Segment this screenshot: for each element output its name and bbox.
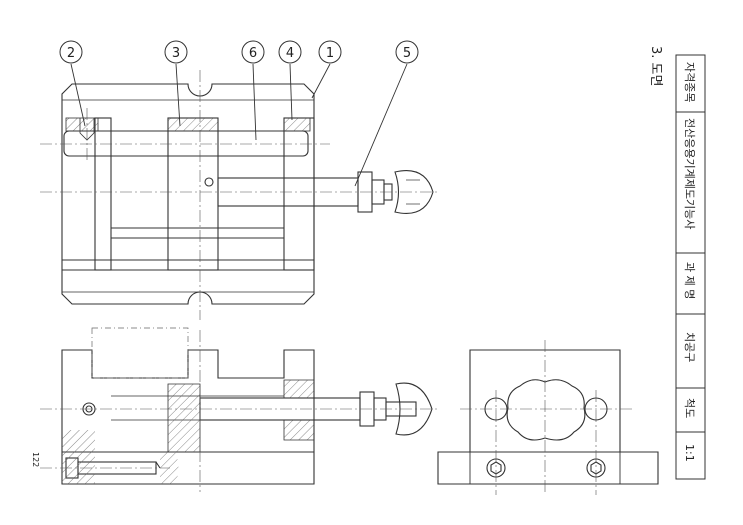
section-view-centerlines — [40, 330, 440, 492]
balloon-3-label: 3 — [172, 46, 180, 61]
tb-field-label-1: 자격종목 — [683, 62, 696, 102]
top-view-hatching — [65, 117, 311, 141]
base-plate-outline — [61, 83, 315, 305]
side-view — [437, 349, 659, 485]
balloon-4: 4 — [278, 40, 302, 64]
balloon-5-label: 5 — [403, 46, 411, 61]
right-block — [283, 117, 315, 271]
knob — [394, 170, 434, 214]
balloon-callouts — [70, 63, 408, 187]
page-label: 3. 도면 — [648, 46, 663, 86]
top-view-centerlines — [40, 70, 440, 320]
title-block — [675, 54, 706, 480]
jaw-phantom — [91, 327, 189, 379]
balloon-4-label: 4 — [286, 46, 294, 61]
balloon-5: 5 — [395, 40, 419, 64]
tb-field-value-2: 치공구 — [683, 332, 696, 362]
balloon-1-label: 1 — [326, 46, 334, 61]
middle-block — [167, 117, 219, 271]
section-view — [61, 327, 433, 485]
side-knob-lobes — [506, 379, 586, 441]
left-block — [94, 117, 112, 271]
section-view-outline — [61, 349, 315, 485]
balloon-2-label: 2 — [67, 46, 75, 61]
balloon-6: 6 — [241, 40, 265, 64]
balloon-6-label: 6 — [249, 46, 257, 61]
side-view-outline — [437, 349, 659, 485]
tb-field-value-1: 전산응용기계제도기능사 — [683, 118, 696, 229]
guide-rod — [63, 130, 309, 157]
balloon-2: 2 — [59, 40, 83, 64]
balloon-1: 1 — [318, 40, 342, 64]
balloon-3: 3 — [164, 40, 188, 64]
top-view — [61, 83, 434, 305]
title-block-text: 자격종목 전산응용기계제도기능사 과 제 명 치공구 척도 1:1 — [683, 62, 696, 462]
tb-field-value-3: 1:1 — [683, 444, 696, 462]
tb-field-label-2: 과 제 명 — [683, 262, 696, 299]
side-view-centerlines — [460, 340, 632, 495]
page-number: 122 — [31, 452, 40, 467]
tb-field-label-3: 척도 — [683, 398, 696, 418]
